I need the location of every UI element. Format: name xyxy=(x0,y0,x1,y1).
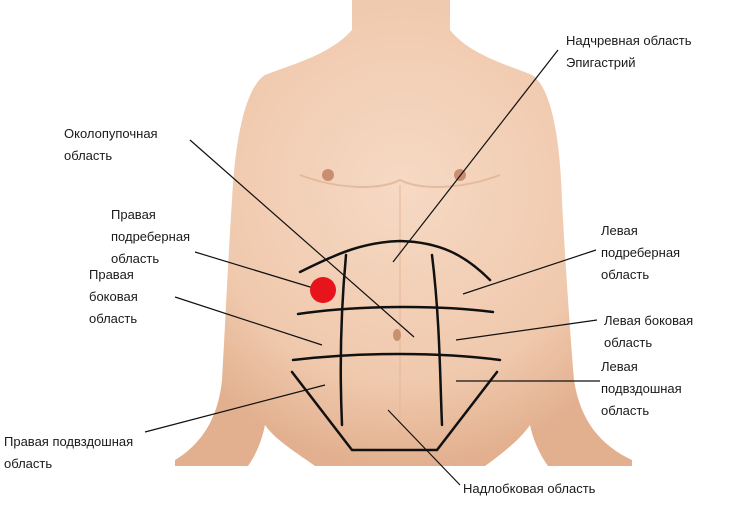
label-left-iliac: Левая подвздошная область xyxy=(601,359,682,418)
label-right-iliac: Правая подвздошная область xyxy=(4,434,134,471)
leader-hypogastric xyxy=(387,409,461,486)
leader-left-hypochondrium xyxy=(462,249,597,295)
right-nipple xyxy=(322,169,334,181)
label-umbilical: Околопупочная область xyxy=(64,126,158,163)
subcostal-line xyxy=(296,305,495,316)
leader-left-lateral xyxy=(455,319,598,341)
label-left-lateral: Левая боковая область xyxy=(604,313,694,350)
right-midclavicular-line xyxy=(339,253,348,427)
leader-right-lateral xyxy=(174,296,323,346)
leader-lines xyxy=(144,49,600,486)
label-right-hypochondrium: Правая подреберная область xyxy=(111,207,191,266)
intertubercular-line xyxy=(291,352,502,362)
inguinal-outline xyxy=(290,370,499,452)
leader-right-iliac xyxy=(144,384,326,433)
leader-epigastric xyxy=(392,49,559,263)
navel xyxy=(393,329,401,341)
label-hypogastric: Надлобковая область xyxy=(463,481,596,496)
leader-right-hypochondrium xyxy=(194,251,321,291)
left-midclavicular-line xyxy=(430,253,444,427)
leader-umbilical xyxy=(189,139,415,338)
costal-arch-line xyxy=(298,239,492,282)
region-grid xyxy=(290,239,502,452)
torso-silhouette xyxy=(175,0,632,466)
label-left-hypochondrium: Левая подреберная область xyxy=(601,223,681,282)
label-right-lateral: Правая боковая область xyxy=(89,267,138,326)
pain-point-marker xyxy=(310,277,336,303)
label-epigastric: Надчревная область Эпигастрий xyxy=(566,33,692,70)
